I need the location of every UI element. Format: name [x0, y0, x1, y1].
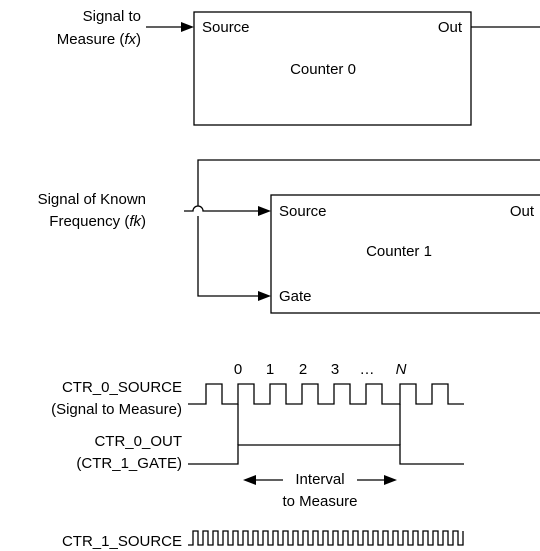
interval-left-arrow: [243, 475, 256, 485]
count-label-0: 0: [234, 361, 242, 378]
counter1-gate-label: Gate: [279, 288, 312, 305]
count-label-3: 3: [331, 361, 339, 378]
counter1-out-label: Out: [510, 203, 535, 220]
ctr0-out-label-line2: (CTR_1_GATE): [76, 455, 182, 472]
count-label-1: 1: [266, 361, 274, 378]
counter0-source-arrow: [181, 22, 194, 32]
counter0-source-label: Source: [202, 19, 250, 36]
counter1-input-label-line1: Signal of Known: [38, 191, 146, 208]
counter0-box: [193, 11, 472, 126]
counter1-source-wire: [184, 205, 258, 212]
ctr0-out-label-line1: CTR_0_OUT: [94, 433, 182, 450]
ctr0-out-waveform: [188, 444, 464, 465]
interval-label-line2: to Measure: [282, 493, 357, 510]
counter1-title: Counter 1: [366, 243, 432, 260]
count-label-n: N: [396, 361, 407, 378]
counter1-gate-arrow: [258, 291, 271, 301]
counter0-input-label-line2: Measure (fx): [57, 31, 141, 48]
counter0-input-label-line1: Signal to: [83, 8, 141, 25]
ctr1-source-label: CTR_1_SOURCE: [62, 533, 182, 550]
counter0-title: Counter 0: [290, 61, 356, 78]
ctr0-source-waveform: [188, 383, 464, 405]
counter1-source-arrow: [258, 206, 271, 216]
counter1-gate-wire: [197, 216, 258, 297]
interval-label-line1: Interval: [295, 471, 344, 488]
counter0-out-label: Out: [438, 19, 463, 36]
counter1-source-label: Source: [279, 203, 327, 220]
count-label-ellipsis: …: [360, 361, 375, 378]
ctr0-source-label-line2: (Signal to Measure): [51, 401, 182, 418]
ctr0-source-label-line1: CTR_0_SOURCE: [62, 379, 182, 396]
ctr1-source-waveform: [188, 530, 464, 546]
counter1-box: [270, 194, 540, 314]
counter1-input-label-line2: Frequency (fk): [49, 213, 146, 230]
count-label-2: 2: [299, 361, 307, 378]
interval-right-arrow: [384, 475, 397, 485]
counter1-loop-wire: [197, 159, 540, 206]
